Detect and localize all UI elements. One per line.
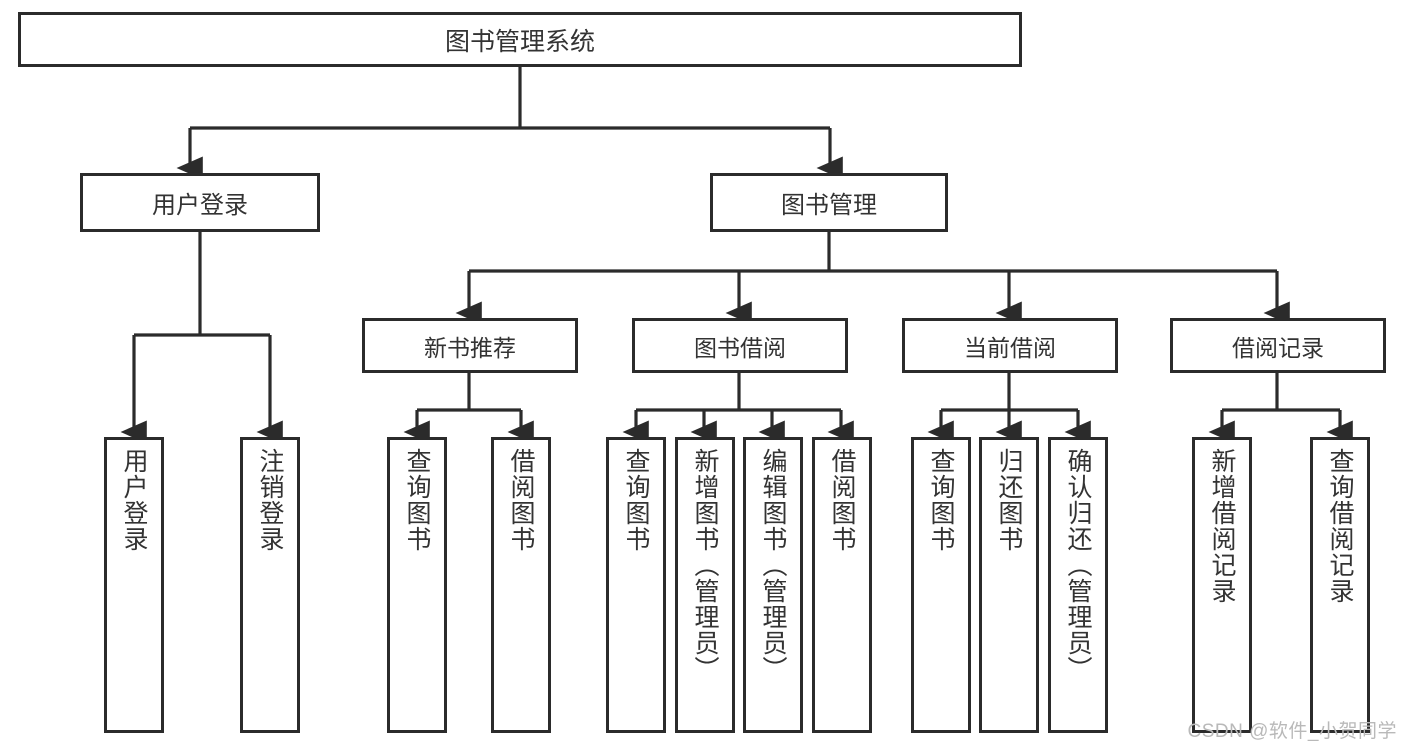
leaf-new-book-2[interactable]: 借阅图书 xyxy=(491,437,551,733)
leaf-book-borrow-3[interactable]: 编辑图书（管理员） xyxy=(743,437,803,733)
leaf-current-borrow-2-label: 归还图书 xyxy=(995,448,1023,552)
leaf-current-borrow-3-label: 确认归还（管理员） xyxy=(1064,448,1092,682)
leaf-current-borrow-1[interactable]: 查询图书 xyxy=(911,437,971,733)
leaf-book-borrow-4[interactable]: 借阅图书 xyxy=(812,437,872,733)
node-root-label: 图书管理系统 xyxy=(444,27,595,56)
node-new-book-recommend[interactable]: 新书推荐 xyxy=(362,318,578,373)
leaf-borrow-record-2-label: 查询借阅记录 xyxy=(1326,448,1354,604)
node-root[interactable]: 图书管理系统 xyxy=(18,12,1022,67)
leaf-user-login-1[interactable]: 用户登录 xyxy=(104,437,164,733)
leaf-book-borrow-4-label: 借阅图书 xyxy=(828,448,856,552)
leaf-book-borrow-2-label: 新增图书（管理员） xyxy=(691,448,719,682)
leaf-borrow-record-2[interactable]: 查询借阅记录 xyxy=(1310,437,1370,733)
node-book-management-label: 图书管理 xyxy=(781,192,877,219)
node-user-login-label: 用户登录 xyxy=(152,192,248,219)
node-current-borrow[interactable]: 当前借阅 xyxy=(902,318,1118,373)
node-user-login[interactable]: 用户登录 xyxy=(80,173,320,232)
leaf-new-book-2-label: 借阅图书 xyxy=(507,448,535,552)
node-borrow-record-label: 借阅记录 xyxy=(1232,334,1324,361)
leaf-new-book-1[interactable]: 查询图书 xyxy=(387,437,447,733)
node-book-borrow[interactable]: 图书借阅 xyxy=(632,318,848,373)
leaf-book-borrow-2[interactable]: 新增图书（管理员） xyxy=(675,437,735,733)
leaf-current-borrow-1-label: 查询图书 xyxy=(927,448,955,552)
csdn-watermark: CSDN @软件_小贺同学 xyxy=(1187,721,1397,742)
leaf-user-login-1-label: 用户登录 xyxy=(120,448,148,552)
node-borrow-record[interactable]: 借阅记录 xyxy=(1170,318,1386,373)
node-current-borrow-label: 当前借阅 xyxy=(964,334,1056,361)
leaf-current-borrow-3[interactable]: 确认归还（管理员） xyxy=(1048,437,1108,733)
leaf-new-book-1-label: 查询图书 xyxy=(403,448,431,552)
leaf-borrow-record-1-label: 新增借阅记录 xyxy=(1208,448,1236,604)
leaf-borrow-record-1[interactable]: 新增借阅记录 xyxy=(1192,437,1252,733)
leaf-current-borrow-2[interactable]: 归还图书 xyxy=(979,437,1039,733)
node-book-borrow-label: 图书借阅 xyxy=(694,334,786,361)
leaf-user-login-2[interactable]: 注销登录 xyxy=(240,437,300,733)
node-new-book-recommend-label: 新书推荐 xyxy=(424,334,516,361)
leaf-book-borrow-3-label: 编辑图书（管理员） xyxy=(759,448,787,682)
node-book-management[interactable]: 图书管理 xyxy=(710,173,948,232)
leaf-book-borrow-1-label: 查询图书 xyxy=(622,448,650,552)
leaf-user-login-2-label: 注销登录 xyxy=(256,448,284,552)
leaf-book-borrow-1[interactable]: 查询图书 xyxy=(606,437,666,733)
